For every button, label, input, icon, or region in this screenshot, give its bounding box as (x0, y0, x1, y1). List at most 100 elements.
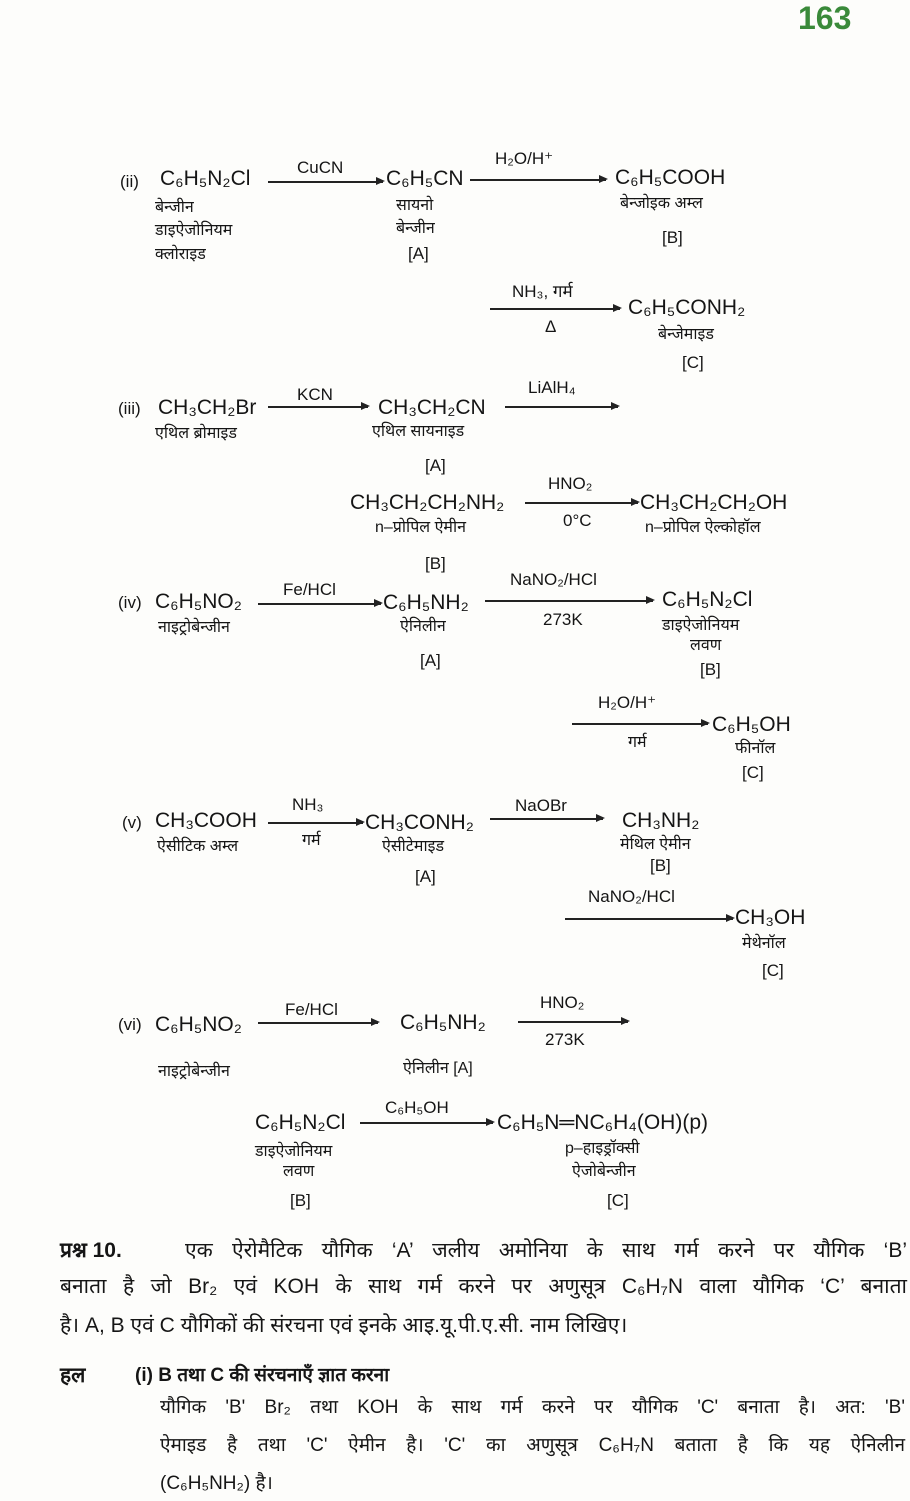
solution-line: यौगिक 'B' Br₂ तथा KOH के साथ गर्म करने प… (160, 1397, 905, 1418)
compound-name: बेन्जीन (155, 199, 194, 216)
compound-label: [B] (650, 856, 671, 875)
compound-name: डाइऐजोनियम (155, 222, 233, 239)
reaction-arrow (525, 499, 640, 505)
compound-name: एथिल सायनाइड (372, 423, 465, 440)
product: C₆H₅OH (712, 713, 791, 736)
reaction-arrow (268, 403, 370, 409)
compound-name: बेन्जोइक अम्ल (620, 195, 703, 212)
reaction-label: (iv) (118, 593, 142, 612)
product: C₆H₅NH₂ (383, 591, 469, 614)
compound-label: [B] (662, 228, 683, 247)
reagent: H₂O/H⁺ (598, 693, 657, 712)
compound-name: लवण (690, 637, 722, 654)
reagent: KCN (297, 385, 333, 404)
reagent: Fe/HCl (283, 580, 336, 599)
compound-name: क्लोराइड (155, 246, 206, 263)
reactant: C₆H₅NO₂ (155, 590, 242, 613)
solution-line: (C₆H₅NH₂) है। (160, 1473, 273, 1494)
reaction-arrow (485, 597, 655, 603)
product: CH₃CH₂CH₂OH (640, 491, 788, 514)
reaction-arrow (565, 915, 735, 921)
reagent: LiAlH₄ (528, 378, 576, 397)
reagent: NaNO₂/HCl (588, 887, 675, 906)
reaction-arrow (505, 403, 620, 409)
product: CH₃OH (735, 906, 806, 929)
reactant: C₆H₅N₂Cl (160, 167, 251, 190)
compound-name: डाइऐजोनियम (662, 617, 740, 634)
compound-label: [B] (700, 660, 721, 679)
compound-label: [A] (415, 867, 436, 886)
compound-label: [B] (290, 1191, 311, 1210)
solution-label: हल (60, 1364, 86, 1387)
reagent-condition: 273K (545, 1030, 585, 1049)
page-number: 163 (798, 0, 852, 36)
reaction-arrow (490, 305, 622, 311)
compound-name: लवण (283, 1163, 315, 1180)
compound-label: [C] (682, 353, 704, 372)
reaction-arrow (258, 1019, 380, 1025)
compound-name: बेन्जीन (396, 220, 435, 237)
reactant: C₆H₅N₂Cl (255, 1111, 346, 1134)
compound-name: मेथेनॉल (742, 935, 786, 952)
reaction-arrow (518, 1018, 630, 1024)
product: C₆H₅NH₂ (400, 1011, 486, 1034)
compound-label: [C] (742, 763, 764, 782)
reagent: CuCN (297, 158, 344, 177)
compound-name: नाइट्रोबेन्जीन (158, 619, 230, 636)
product: C₆H₅N═NC₆H₄(OH)(p) (497, 1111, 708, 1134)
compound-label: [B] (425, 554, 446, 573)
reaction-arrow (470, 176, 608, 182)
reaction-label: (ii) (120, 172, 139, 191)
reagent: NaNO₂/HCl (510, 570, 597, 589)
reagent: NH₃, गर्म (512, 282, 573, 301)
product: C₆H₅CONH₂ (628, 296, 746, 319)
reaction-arrow (258, 600, 383, 606)
reaction-arrow (268, 819, 365, 825)
compound-name: ऐनिलीन [A] (403, 1060, 473, 1077)
reagent-condition: Δ (545, 317, 557, 336)
compound-label: [C] (762, 961, 784, 980)
question-line: है। A, B एवं C यौगिकों की संरचना एवं इनक… (60, 1314, 628, 1337)
reagent-condition: 273K (543, 610, 583, 629)
compound-name: ऐजोबेन्जीन (572, 1163, 636, 1180)
reagent: H₂O/H⁺ (495, 149, 554, 168)
product: CH₃CH₂CH₂NH₂ (350, 491, 505, 514)
product: CH₃CONH₂ (365, 811, 474, 834)
reagent-condition: 0°C (563, 511, 592, 530)
reagent: C₆H₅OH (385, 1098, 449, 1117)
compound-label: [C] (607, 1191, 629, 1210)
compound-name: मेथिल ऐमीन (620, 836, 691, 853)
question-label: प्रश्न 10. (60, 1239, 122, 1262)
compound-name: फीनॉल (735, 740, 776, 757)
compound-label: [A] (408, 244, 429, 263)
reagent-condition: गर्म (302, 832, 321, 849)
reactant: C₆H₅NO₂ (155, 1013, 242, 1036)
reaction-label: (vi) (118, 1015, 142, 1034)
reactant: CH₃COOH (155, 809, 257, 832)
product: CH₃CH₂CN (378, 396, 486, 419)
reaction-label: (v) (122, 813, 142, 832)
reagent: NH₃ (292, 795, 324, 814)
reaction-arrow (490, 815, 605, 821)
reaction-arrow (268, 178, 385, 184)
product: C₆H₅COOH (615, 166, 726, 189)
solution-line: ऐमाइड है तथा 'C' ऐमीन है। 'C' का अणुसूत्… (160, 1435, 905, 1456)
compound-name: नाइट्रोबेन्जीन (158, 1063, 230, 1080)
reactant: CH₃CH₂Br (158, 396, 257, 419)
product: CH₃NH₂ (622, 809, 700, 832)
product: C₆H₅CN (386, 167, 464, 190)
reagent-condition: गर्म (628, 734, 647, 751)
compound-name: बेन्जेमाइड (658, 326, 714, 343)
solution-step-heading: (i) B तथा C की संरचनाएँ ज्ञात करना (135, 1365, 390, 1386)
compound-name: ऐसीटिक अम्ल (157, 838, 239, 855)
compound-name: n–प्रोपिल ऐल्कोहॉल (645, 519, 761, 536)
reagent: HNO₂ (540, 993, 585, 1012)
question-line: एक ऐरोमैटिक यौगिक ‘A’ जलीय अमोनिया के सा… (185, 1239, 907, 1262)
reagent: HNO₂ (548, 474, 593, 493)
compound-name: p–हाइड्रॉक्सी (565, 1140, 640, 1157)
compound-label: [A] (425, 456, 446, 475)
reaction-arrow (572, 720, 710, 726)
product: C₆H₅N₂Cl (662, 588, 753, 611)
reaction-label: (iii) (118, 399, 141, 418)
compound-name: सायनो (396, 197, 434, 214)
